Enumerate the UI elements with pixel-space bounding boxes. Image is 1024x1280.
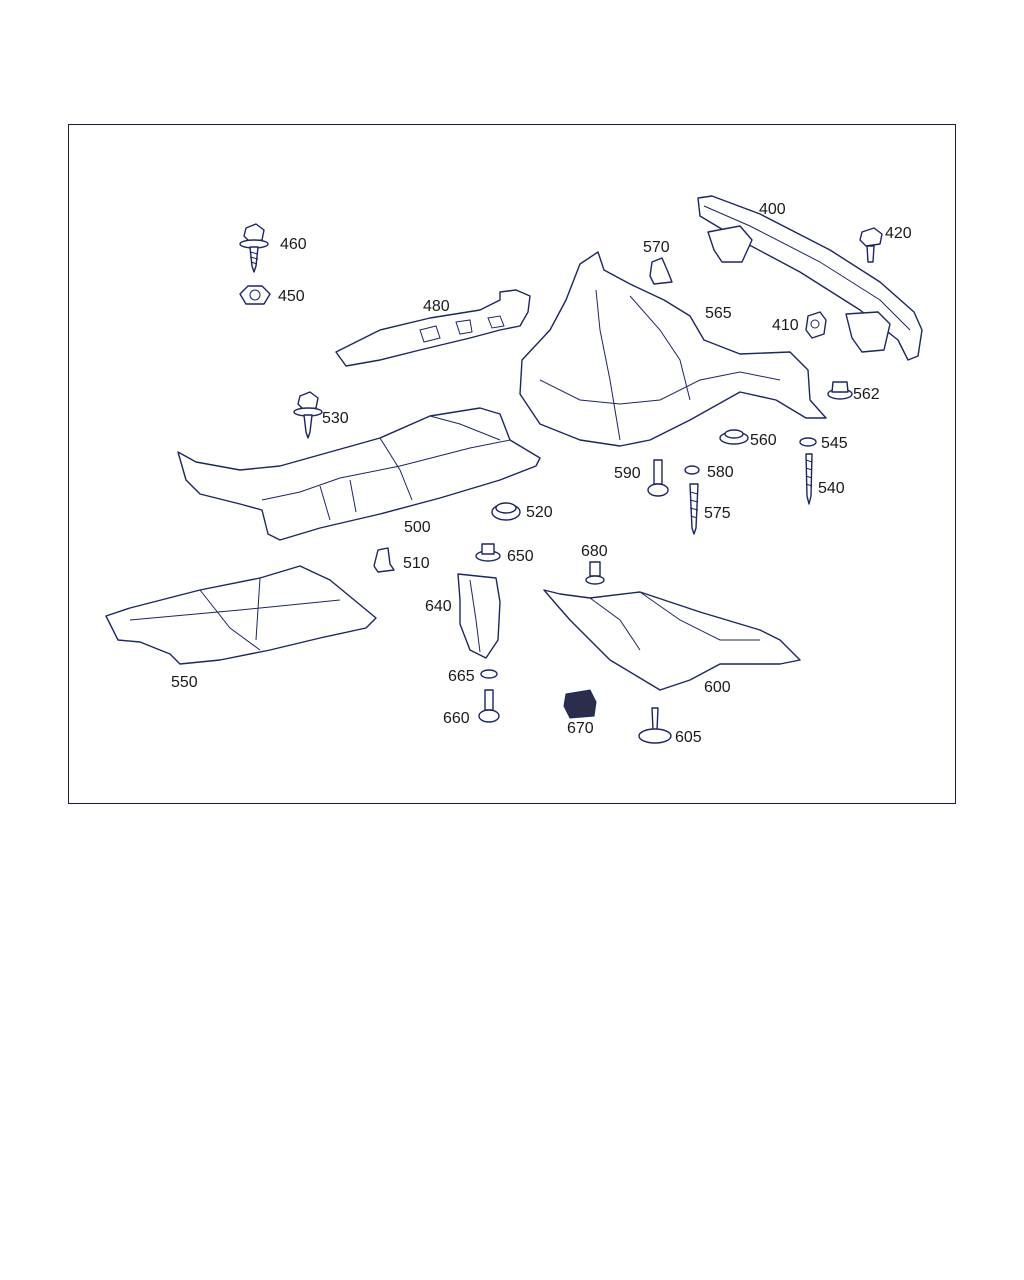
label-650: 650 <box>507 548 534 565</box>
label-600: 600 <box>704 679 731 696</box>
label-680: 680 <box>581 543 608 560</box>
part-680-bolt[interactable] <box>585 561 605 585</box>
part-530-screw[interactable] <box>293 391 323 439</box>
part-570-plug[interactable] <box>649 257 673 285</box>
part-540-screw[interactable] <box>805 453 813 505</box>
part-450-clip-nut[interactable] <box>239 285 271 305</box>
label-510: 510 <box>403 555 430 572</box>
label-605: 605 <box>675 729 702 746</box>
part-550-front-panel[interactable] <box>105 565 377 665</box>
label-665: 665 <box>448 668 475 685</box>
part-665-washer[interactable] <box>480 669 498 679</box>
label-560: 560 <box>750 432 777 449</box>
label-480: 480 <box>423 298 450 315</box>
label-520: 520 <box>526 504 553 521</box>
part-510-plug[interactable] <box>373 547 395 573</box>
part-660-bolt[interactable] <box>478 689 500 723</box>
label-460: 460 <box>280 236 307 253</box>
label-660: 660 <box>443 710 470 727</box>
label-590: 590 <box>614 465 641 482</box>
part-400-bumper-beam[interactable] <box>697 195 923 361</box>
label-500: 500 <box>404 519 431 536</box>
part-545-washer[interactable] <box>799 437 817 447</box>
part-480-bracket[interactable] <box>335 289 531 367</box>
part-575-screw[interactable] <box>689 483 699 535</box>
part-605-screw[interactable] <box>638 707 672 744</box>
label-670: 670 <box>567 720 594 737</box>
part-600-rear-panel[interactable] <box>543 589 801 691</box>
label-545: 545 <box>821 435 848 452</box>
part-500-underbody-panel[interactable] <box>177 407 541 541</box>
label-550: 550 <box>171 674 198 691</box>
part-410-nut[interactable] <box>805 311 827 339</box>
label-565: 565 <box>705 305 732 322</box>
label-640: 640 <box>425 598 452 615</box>
part-565-wheel-well-liner[interactable] <box>519 251 827 447</box>
label-450: 450 <box>278 288 305 305</box>
part-460-screw[interactable] <box>239 223 269 273</box>
part-580-washer[interactable] <box>684 465 700 475</box>
label-575: 575 <box>704 505 731 522</box>
part-562-nut[interactable] <box>827 381 853 400</box>
part-420-bolt[interactable] <box>859 227 883 263</box>
label-410: 410 <box>772 317 799 334</box>
label-400: 400 <box>759 201 786 218</box>
part-640-bracket[interactable] <box>457 573 501 659</box>
part-560-grommet[interactable] <box>719 429 749 445</box>
part-520-grommet[interactable] <box>491 502 521 521</box>
label-580: 580 <box>707 464 734 481</box>
label-420: 420 <box>885 225 912 242</box>
diagram-frame <box>68 124 956 804</box>
label-562: 562 <box>853 386 880 403</box>
part-670-clip[interactable] <box>563 689 597 719</box>
label-570: 570 <box>643 239 670 256</box>
label-530: 530 <box>322 410 349 427</box>
part-650-nut[interactable] <box>475 543 501 562</box>
part-590-bolt[interactable] <box>647 459 669 497</box>
label-540: 540 <box>818 480 845 497</box>
